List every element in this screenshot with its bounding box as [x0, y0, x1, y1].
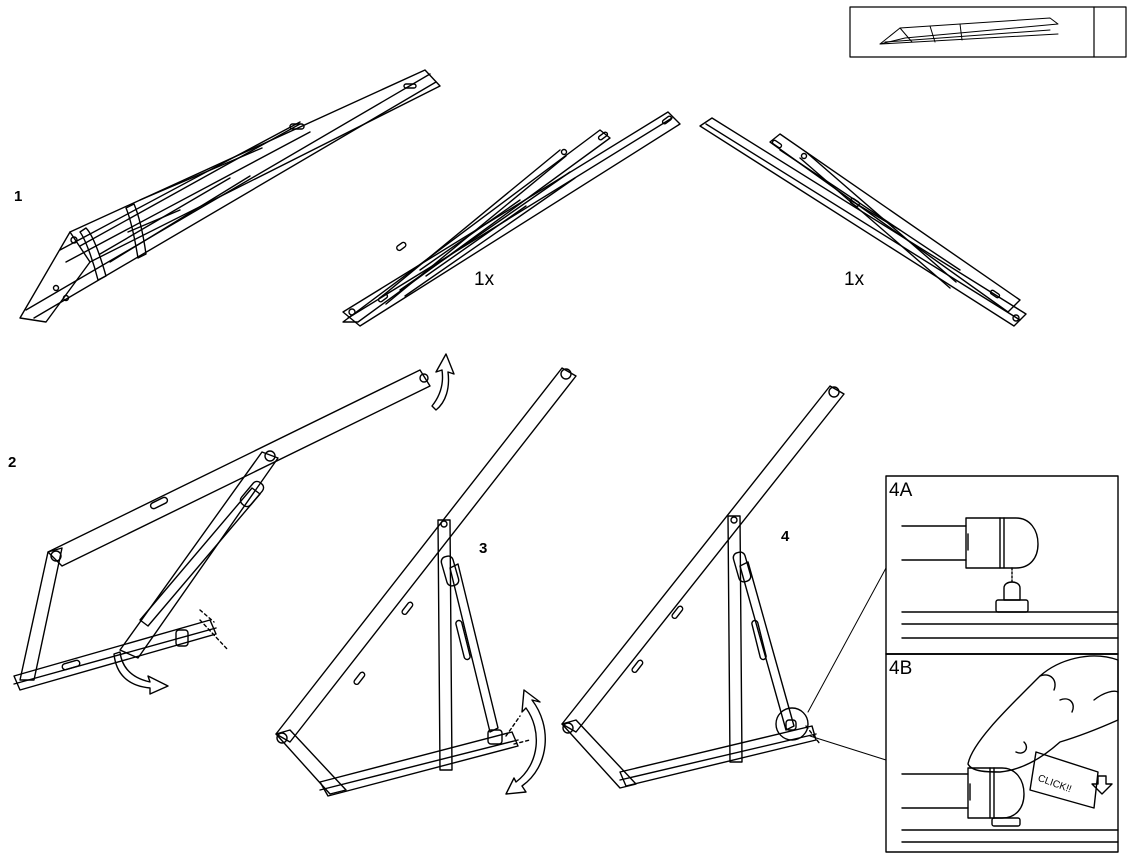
down-curved-arrow-icon	[113, 651, 169, 695]
step1-folded-bundle	[19, 69, 441, 323]
double-curved-arrow-icon	[505, 689, 546, 795]
finger-press-icon	[967, 655, 1119, 773]
folded-frame-thumbnail	[879, 17, 1059, 45]
quantity-right-label: 1x	[844, 269, 865, 290]
inset-4b	[885, 653, 1119, 853]
quantity-left-label: 1x	[474, 269, 495, 290]
frame-right	[699, 117, 1027, 327]
step-1-label: 1	[14, 188, 23, 205]
step-3-label: 3	[479, 540, 488, 557]
down-arrow-icon	[1091, 775, 1113, 795]
step2-frame	[13, 353, 455, 695]
frame-left	[342, 111, 681, 327]
inset-4a	[885, 475, 1119, 655]
inset-4b-label: 4B	[889, 658, 913, 679]
step3-frame	[275, 367, 577, 797]
step4-frame	[561, 385, 887, 789]
step-4-label: 4	[781, 528, 790, 545]
step-2-label: 2	[8, 454, 17, 471]
up-arrow-icon	[431, 353, 455, 411]
thumbnail-box	[849, 6, 1127, 58]
inset-4a-label: 4A	[889, 480, 913, 501]
